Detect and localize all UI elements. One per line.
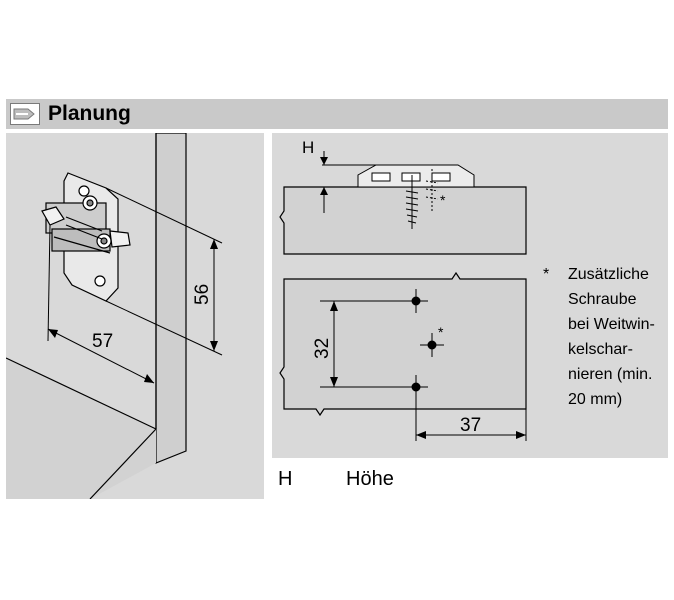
section-header: Planung — [6, 99, 668, 129]
dimension-width — [47, 224, 155, 384]
note-text: Zusätzliche Schraube bei Weitwin- kelsch… — [568, 262, 668, 412]
dimension-offset-label: 37 — [460, 415, 481, 436]
planning-page-icon — [10, 103, 40, 125]
dimension-height — [105, 187, 223, 356]
top-view-board — [279, 186, 527, 255]
drill-hole-top — [404, 289, 428, 313]
note-line: Zusätzliche — [568, 266, 649, 283]
dimension-height-label: 56 — [192, 284, 213, 305]
height-dimension — [320, 151, 392, 213]
mounting-plate — [41, 172, 131, 302]
top-view-star: * — [440, 192, 446, 208]
note-marker: * — [543, 266, 550, 283]
dimension-width-label: 57 — [92, 331, 113, 352]
screw-main — [405, 175, 419, 229]
note-line: nieren (min. — [568, 366, 653, 383]
plate-side-view — [357, 164, 475, 188]
note-line: 20 mm) — [568, 391, 623, 408]
front-view-board — [279, 271, 527, 417]
screw-additional — [425, 169, 439, 213]
front-view-star: * — [438, 324, 444, 340]
height-label: H — [302, 138, 314, 157]
note-line: kelschar- — [568, 341, 633, 358]
drilling-template-diagram: * H * — [272, 133, 668, 458]
hinge-mounting-diagram: 56 57 — [6, 133, 264, 499]
legend-key: H — [278, 468, 293, 490]
dimension-spacing — [320, 300, 404, 388]
drill-hole-bottom — [404, 375, 428, 399]
dimension-offset — [415, 399, 527, 441]
note-line: Schraube — [568, 291, 637, 308]
dimension-spacing-label: 32 — [312, 338, 333, 359]
drill-hole-additional — [420, 333, 444, 357]
note-line: bei Weitwin- — [568, 316, 655, 333]
page-title: Planung — [48, 102, 131, 125]
legend-value: Höhe — [346, 468, 394, 490]
